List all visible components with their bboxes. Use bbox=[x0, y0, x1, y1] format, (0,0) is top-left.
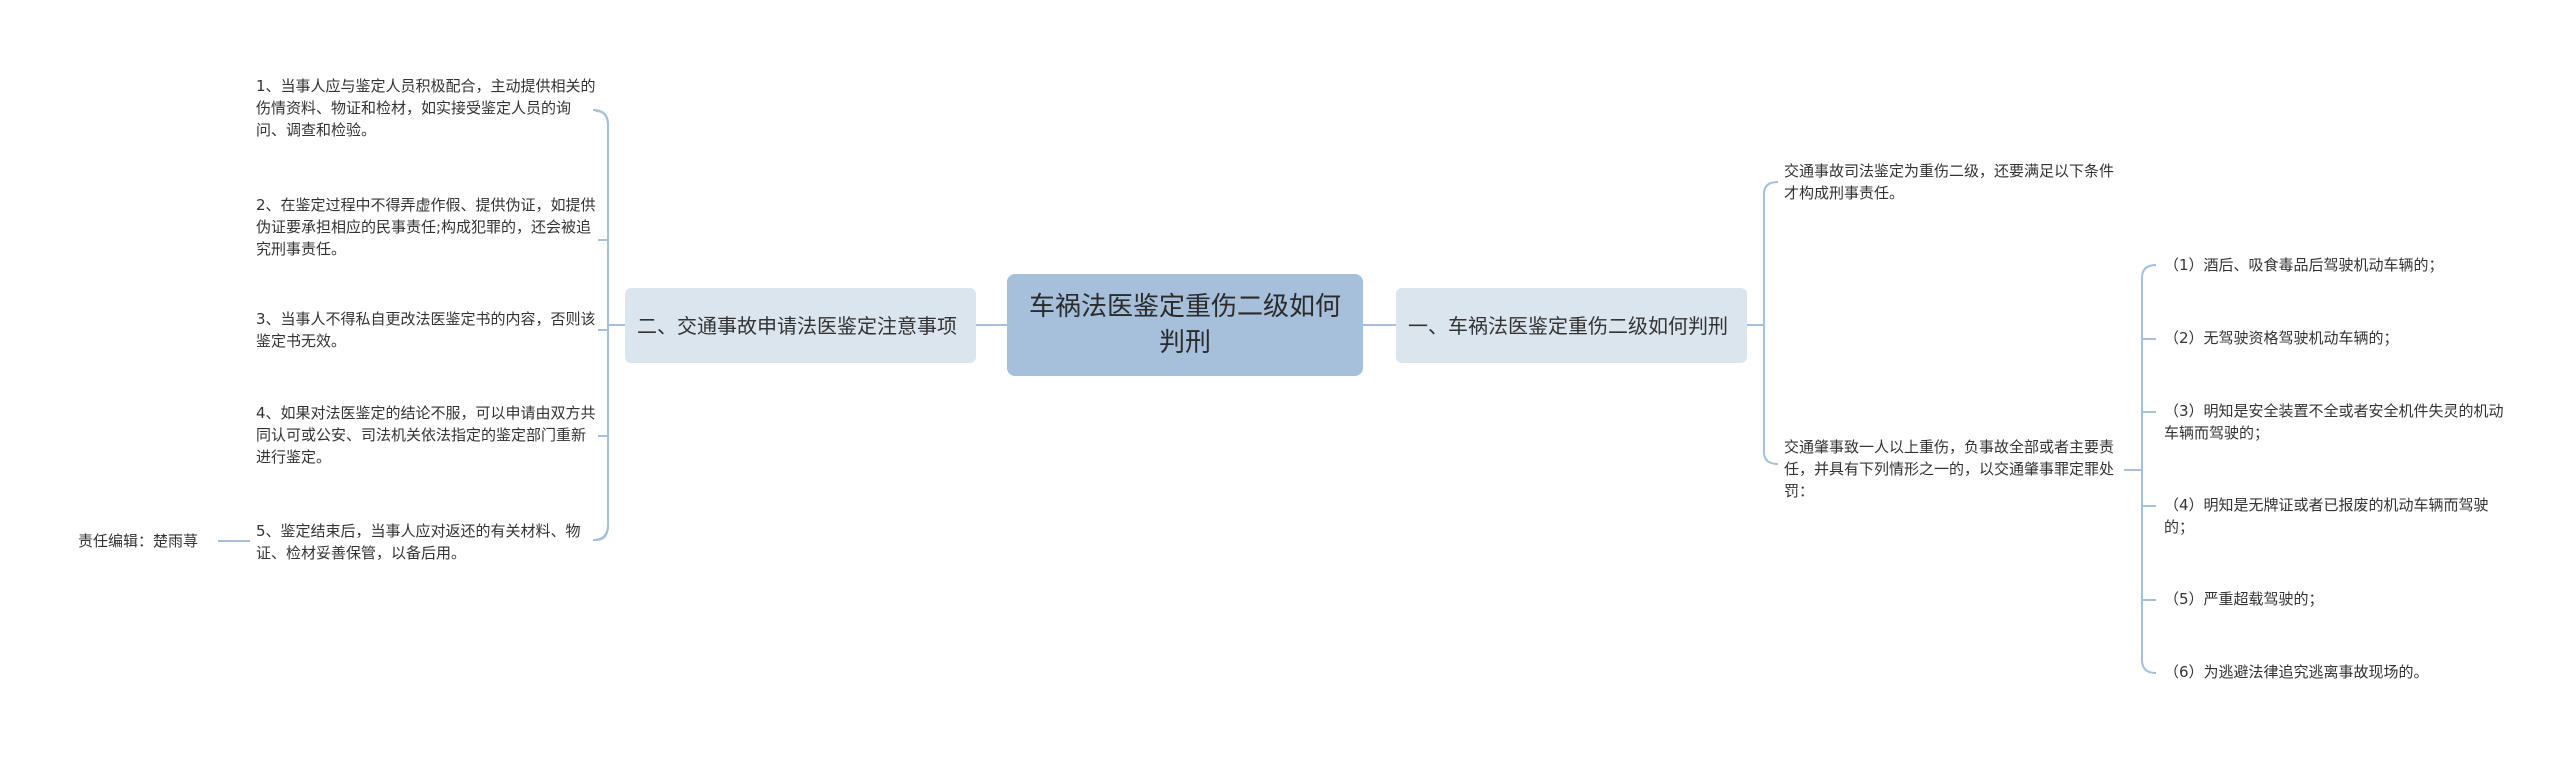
left-item-3: 3、当事人不得私自更改法医鉴定书的内容，否则该鉴定书无效。 bbox=[256, 310, 596, 350]
connector-left-item-5 bbox=[595, 524, 609, 541]
left-item-2: 2、在鉴定过程中不得弄虚作假、提供伪证，如提供伪证要承担相应的民事责任;构成犯罪… bbox=[256, 196, 596, 258]
branch-left-label: 二、交通事故申请法医鉴定注意事项 bbox=[637, 313, 957, 338]
root-title: 车祸法医鉴定重伤二级如何判刑 bbox=[1028, 292, 1341, 358]
right-subitem-3: （3）明知是安全装置不全或者安全机件失灵的机动车辆而驾驶的； bbox=[2164, 402, 2504, 442]
right-item-1: 交通事故司法鉴定为重伤二级，还要满足以下条件才构成刑事责任。 bbox=[1784, 162, 2115, 202]
connector-left-item-2 bbox=[598, 239, 609, 325]
left-item-5: 5、鉴定结束后，当事人应对返还的有关材料、物证、检材妥善保管，以备后用。 bbox=[256, 522, 581, 562]
left-item-1: 1、当事人应与鉴定人员积极配合，主动提供相关的伤情资料、物证和检材，如实接受鉴定… bbox=[256, 77, 596, 139]
left-item-4: 4、如果对法医鉴定的结论不服，可以申请由双方共同认可或公安、司法机关依法指定的鉴… bbox=[256, 404, 596, 466]
right-subitem-2: （2）无驾驶资格驾驶机动车辆的； bbox=[2164, 329, 2399, 347]
right-subitem-4: （4）明知是无牌证或者已报废的机动车辆而驾驶的； bbox=[2164, 496, 2489, 536]
connector-sub-bracket bbox=[2141, 264, 2157, 674]
right-item-2: 交通肇事致一人以上重伤，负事故全部或者主要责任，并具有下列情形之一的，以交通肇事… bbox=[1784, 438, 2115, 500]
right-subitem-6: （6）为逃避法律追究逃离事故现场的。 bbox=[2164, 663, 2429, 681]
right-subitem-1: （1）酒后、吸食毒品后驾驶机动车辆的； bbox=[2164, 256, 2444, 274]
root-node[interactable]: 车祸法医鉴定重伤二级如何判刑 bbox=[1007, 274, 1363, 376]
branch-right-label: 一、车祸法医鉴定重伤二级如何判刑 bbox=[1408, 313, 1728, 338]
connector-right-bracket bbox=[1763, 181, 1779, 465]
connector-left-item-1 bbox=[595, 110, 609, 126]
branch-left[interactable]: 二、交通事故申请法医鉴定注意事项 bbox=[625, 288, 976, 363]
branch-right[interactable]: 一、车祸法医鉴定重伤二级如何判刑 bbox=[1396, 288, 1747, 363]
right-subitem-5: （5）严重超载驾驶的； bbox=[2164, 590, 2324, 608]
editor-credit: 责任编辑：楚雨荨 bbox=[78, 532, 199, 550]
